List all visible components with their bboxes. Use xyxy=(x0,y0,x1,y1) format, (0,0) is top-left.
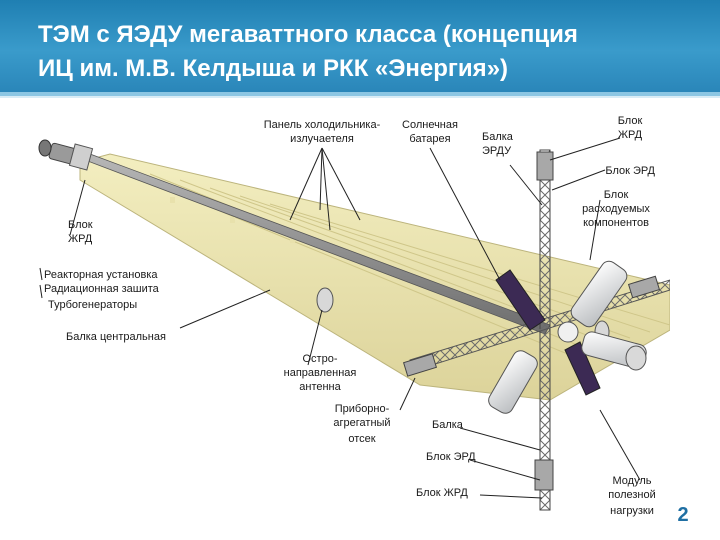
vertical-truss xyxy=(534,149,554,511)
spacecraft-diagram: Панель холодильника- излучаетеля Солнечн… xyxy=(38,115,670,517)
page-number: 2 xyxy=(677,504,689,526)
label-block-zhrd-top-2: ЖРД xyxy=(618,129,643,141)
label-block-erd-bottom: Блок ЭРД xyxy=(426,451,476,463)
label-solar-1: Солнечная xyxy=(402,119,458,131)
label-instrument-1: Приборно- xyxy=(335,403,390,415)
label-instrument-3: отсек xyxy=(348,433,375,445)
consumables-module xyxy=(570,260,628,328)
label-block-zhrd-bottom: Блок ЖРД xyxy=(416,487,468,499)
label-payload-2: полезной xyxy=(608,489,656,501)
diagram-labels: Панель холодильника- излучаетеля Солнечн… xyxy=(44,115,656,517)
slide-header xyxy=(0,0,720,92)
label-reactor: Реакторная установка xyxy=(44,269,158,281)
label-central-beam: Балка центральная xyxy=(66,331,166,343)
label-beam-erdu-1: Балка xyxy=(482,131,514,143)
payload-modules xyxy=(488,321,647,414)
leader-lines xyxy=(39,137,641,499)
label-block-zhrd-left-2: ЖРД xyxy=(68,233,93,245)
label-consumables-3: компонентов xyxy=(583,217,649,229)
label-panel-2: излучаетеля xyxy=(290,133,354,145)
label-beam-erdu-2: ЭРДУ xyxy=(482,145,512,157)
label-solar-2: батарея xyxy=(409,133,450,145)
header-divider-light xyxy=(0,96,720,98)
label-antenna-1: Остро- xyxy=(303,353,338,365)
directional-antenna-1 xyxy=(316,287,334,313)
reactor-module xyxy=(38,139,94,171)
label-consumables-1: Блок xyxy=(604,189,629,201)
solar-battery-1 xyxy=(495,269,546,331)
title-line-2: ИЦ им. М.В. Келдыша и РКК «Энергия») xyxy=(38,55,509,82)
label-antenna-2: направленная xyxy=(284,367,357,379)
label-block-erd-top: Блок ЭРД xyxy=(605,165,655,177)
label-payload-1: Модуль xyxy=(613,475,652,487)
label-block-zhrd-left-1: Блок xyxy=(68,219,93,231)
label-panel-1: Панель холодильника- xyxy=(264,119,381,131)
slide-title: ТЭМ с ЯЭДУ мегаваттного класса (концепци… xyxy=(38,18,698,86)
label-consumables-2: расходуемых xyxy=(582,203,650,215)
label-block-zhrd-top-1: Блок xyxy=(618,115,643,127)
label-instrument-2: агрегатный xyxy=(333,417,390,429)
label-payload-3: нагрузки xyxy=(610,505,654,517)
label-antenna-3: антенна xyxy=(299,381,341,393)
title-line-1: ТЭМ с ЯЭДУ мегаваттного класса (концепци… xyxy=(38,21,578,48)
header-divider xyxy=(0,92,720,96)
solar-battery-2 xyxy=(564,341,601,396)
label-turbo: Турбогенераторы xyxy=(48,299,137,311)
label-beam: Балка xyxy=(432,419,464,431)
label-radiation: Радиационная зашита xyxy=(44,283,160,295)
